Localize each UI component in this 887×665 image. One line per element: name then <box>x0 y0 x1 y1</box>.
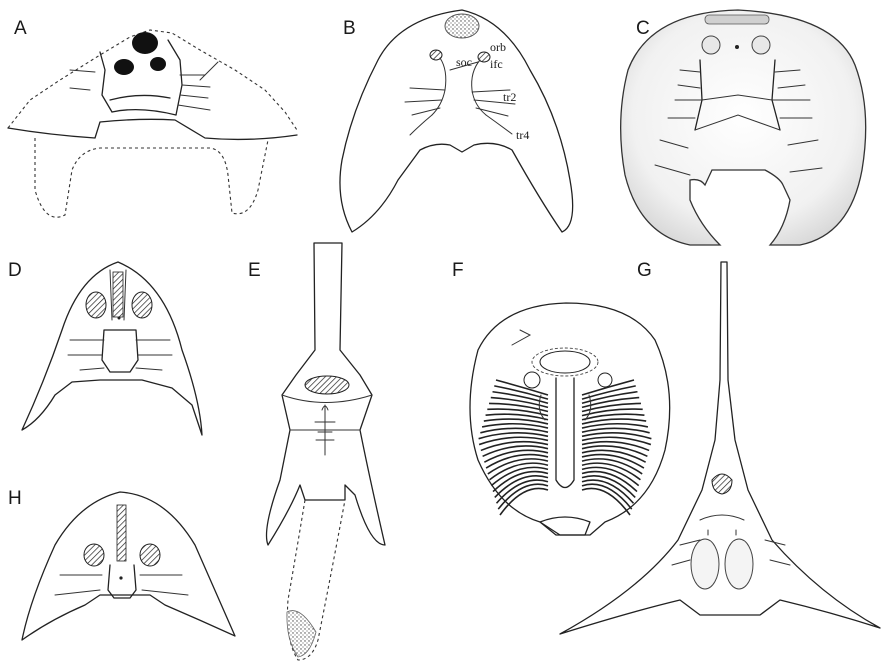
panel-label-e: E <box>248 260 261 281</box>
nasohypophysial-opening <box>445 14 479 38</box>
left-orbit <box>524 372 540 388</box>
head-shield-outline <box>621 10 866 245</box>
median-ridge-left <box>100 52 112 112</box>
panel-label-g: G <box>637 260 652 281</box>
median-ridge-base <box>112 110 176 115</box>
posterior-canals <box>410 115 512 135</box>
median-ridge-mid <box>110 95 170 100</box>
transverse-canals-left <box>405 88 445 115</box>
sensory-canals-right <box>178 75 210 110</box>
pineal-dot <box>735 45 739 49</box>
right-orbit <box>752 36 770 54</box>
right-orbit <box>598 373 612 387</box>
right-orbit <box>725 539 753 589</box>
infraorbital-canal-left <box>432 58 446 115</box>
left-orbit <box>114 59 134 75</box>
median-slit <box>117 505 126 561</box>
head-shield-margin <box>8 119 297 139</box>
right-orbit <box>132 292 152 318</box>
panel-label-h: H <box>8 488 22 509</box>
panel-e: E <box>248 243 385 660</box>
right-orbit <box>140 544 160 566</box>
left-orbit <box>84 544 104 566</box>
cornual-processes-dotted <box>35 138 268 217</box>
panel-label-c: C <box>636 18 650 39</box>
median-ridge-right <box>168 40 182 115</box>
sensory-canal-oblique <box>200 62 218 80</box>
head-shield-outline <box>340 10 573 232</box>
panel-b: B orb soc ifc tr2 tr4 <box>340 10 573 232</box>
head-shield-outline <box>22 262 202 435</box>
panel-c: C <box>621 10 866 245</box>
panel-f: F <box>452 260 670 535</box>
panel-label-a: A <box>14 18 27 39</box>
panel-label-d: D <box>8 260 22 281</box>
annotation-tr4: tr4 <box>516 128 529 142</box>
panel-a: A <box>8 18 297 217</box>
annotation-tr2: tr2 <box>503 90 516 104</box>
annotation-soc: soc <box>456 55 472 69</box>
sensory-canals-left <box>70 70 95 90</box>
right-orbit <box>150 57 166 71</box>
left-orbit <box>86 292 106 318</box>
median-opening <box>305 376 349 394</box>
pineal-dot <box>118 317 121 320</box>
panel-h: H <box>8 488 235 640</box>
tail-stippled <box>287 611 316 657</box>
left-orbit <box>691 539 719 589</box>
panel-label-b: B <box>343 18 356 39</box>
pineal-opening <box>132 32 158 54</box>
nasohypophysial-slit <box>705 15 769 24</box>
annotation-ifc: ifc <box>490 57 503 71</box>
panel-label-f: F <box>452 260 464 281</box>
pineal-dot <box>119 576 122 579</box>
head-shield-outline <box>22 492 235 640</box>
left-orbit <box>702 36 720 54</box>
annotation-orb: orb <box>490 40 506 54</box>
panel-d: D <box>8 260 202 435</box>
median-slit <box>113 272 123 317</box>
nasal-capsule <box>540 351 590 373</box>
infraorbital-canal-right <box>472 60 486 115</box>
